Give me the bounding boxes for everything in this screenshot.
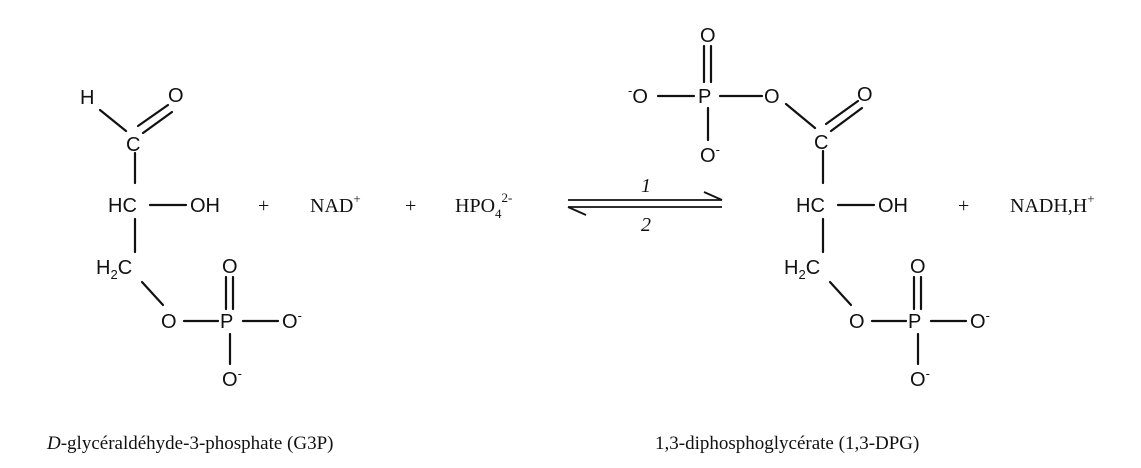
reverse-arrow-head xyxy=(567,206,587,216)
atom-c1: C xyxy=(814,132,828,154)
atom-o-minus-bottom: O- xyxy=(222,366,242,391)
atom-h: H xyxy=(80,87,94,109)
bond-c1-o-double-b xyxy=(141,110,174,135)
bond-h-c1 xyxy=(98,108,128,133)
atom-o-phosphoryl: O xyxy=(222,256,238,278)
g3p-structure: H O C HC OH H2C O P O O- O- xyxy=(80,85,302,391)
reverse-label: 2 xyxy=(641,214,651,236)
atom-p2: P xyxy=(908,311,921,333)
bond-o-bridge-c1 xyxy=(784,102,817,130)
equilibrium-arrows: 1 2 xyxy=(567,175,723,236)
atom-o-minus-p1-bottom: O- xyxy=(700,142,720,167)
caption-dpg: 1,3-diphosphoglycérate (1,3-DPG) xyxy=(655,433,919,454)
nad-plus: NAD+ xyxy=(310,191,361,217)
atom-p: P xyxy=(220,311,233,333)
atom-hc: HC xyxy=(108,195,137,217)
nadh-h-plus: NADH,H+ xyxy=(1010,191,1095,217)
plus-sign-2: + xyxy=(405,195,416,217)
bond-c1-o-double-a xyxy=(136,103,170,128)
atom-c1: C xyxy=(126,134,140,156)
hydrogen-phosphate: HPO42- xyxy=(455,190,512,221)
atom-oh: OH xyxy=(190,195,220,217)
atom-o-ester: O xyxy=(161,311,177,333)
atom-h2c: H2C xyxy=(96,257,132,282)
bond-c3-o xyxy=(140,280,165,307)
bond-c1-o-double-b xyxy=(829,106,864,133)
plus-sign-3: + xyxy=(958,195,969,217)
plus-sign-1: + xyxy=(258,195,269,217)
atom-h2c: H2C xyxy=(784,257,820,282)
atom-p1: P xyxy=(698,86,711,108)
atom-o-carbonyl: O xyxy=(168,85,184,107)
atom-o-minus-left: -O xyxy=(628,83,648,108)
caption-g3p: D-glycéraldéhyde-3-phosphate (G3P) xyxy=(46,433,334,454)
dpg-structure: O -O P O- O O C HC OH H2C O P O O- O- xyxy=(628,25,990,391)
bond-c3-o xyxy=(828,280,853,307)
atom-o-minus-bottom: O- xyxy=(910,366,930,391)
atom-o-phosphoryl-bottom: O xyxy=(910,256,926,278)
atom-o-phosphoryl-top: O xyxy=(700,25,716,47)
forward-arrow-head xyxy=(703,191,723,201)
bond-c1-o-double-a xyxy=(824,99,860,126)
atom-o-ester: O xyxy=(849,311,865,333)
atom-o-bridge: O xyxy=(764,86,780,108)
forward-label: 1 xyxy=(641,175,651,197)
atom-o-minus-right: O- xyxy=(282,308,302,333)
atom-hc: HC xyxy=(796,195,825,217)
atom-o-carbonyl: O xyxy=(857,84,873,106)
atom-oh: OH xyxy=(878,195,908,217)
atom-o-minus-right: O- xyxy=(970,308,990,333)
